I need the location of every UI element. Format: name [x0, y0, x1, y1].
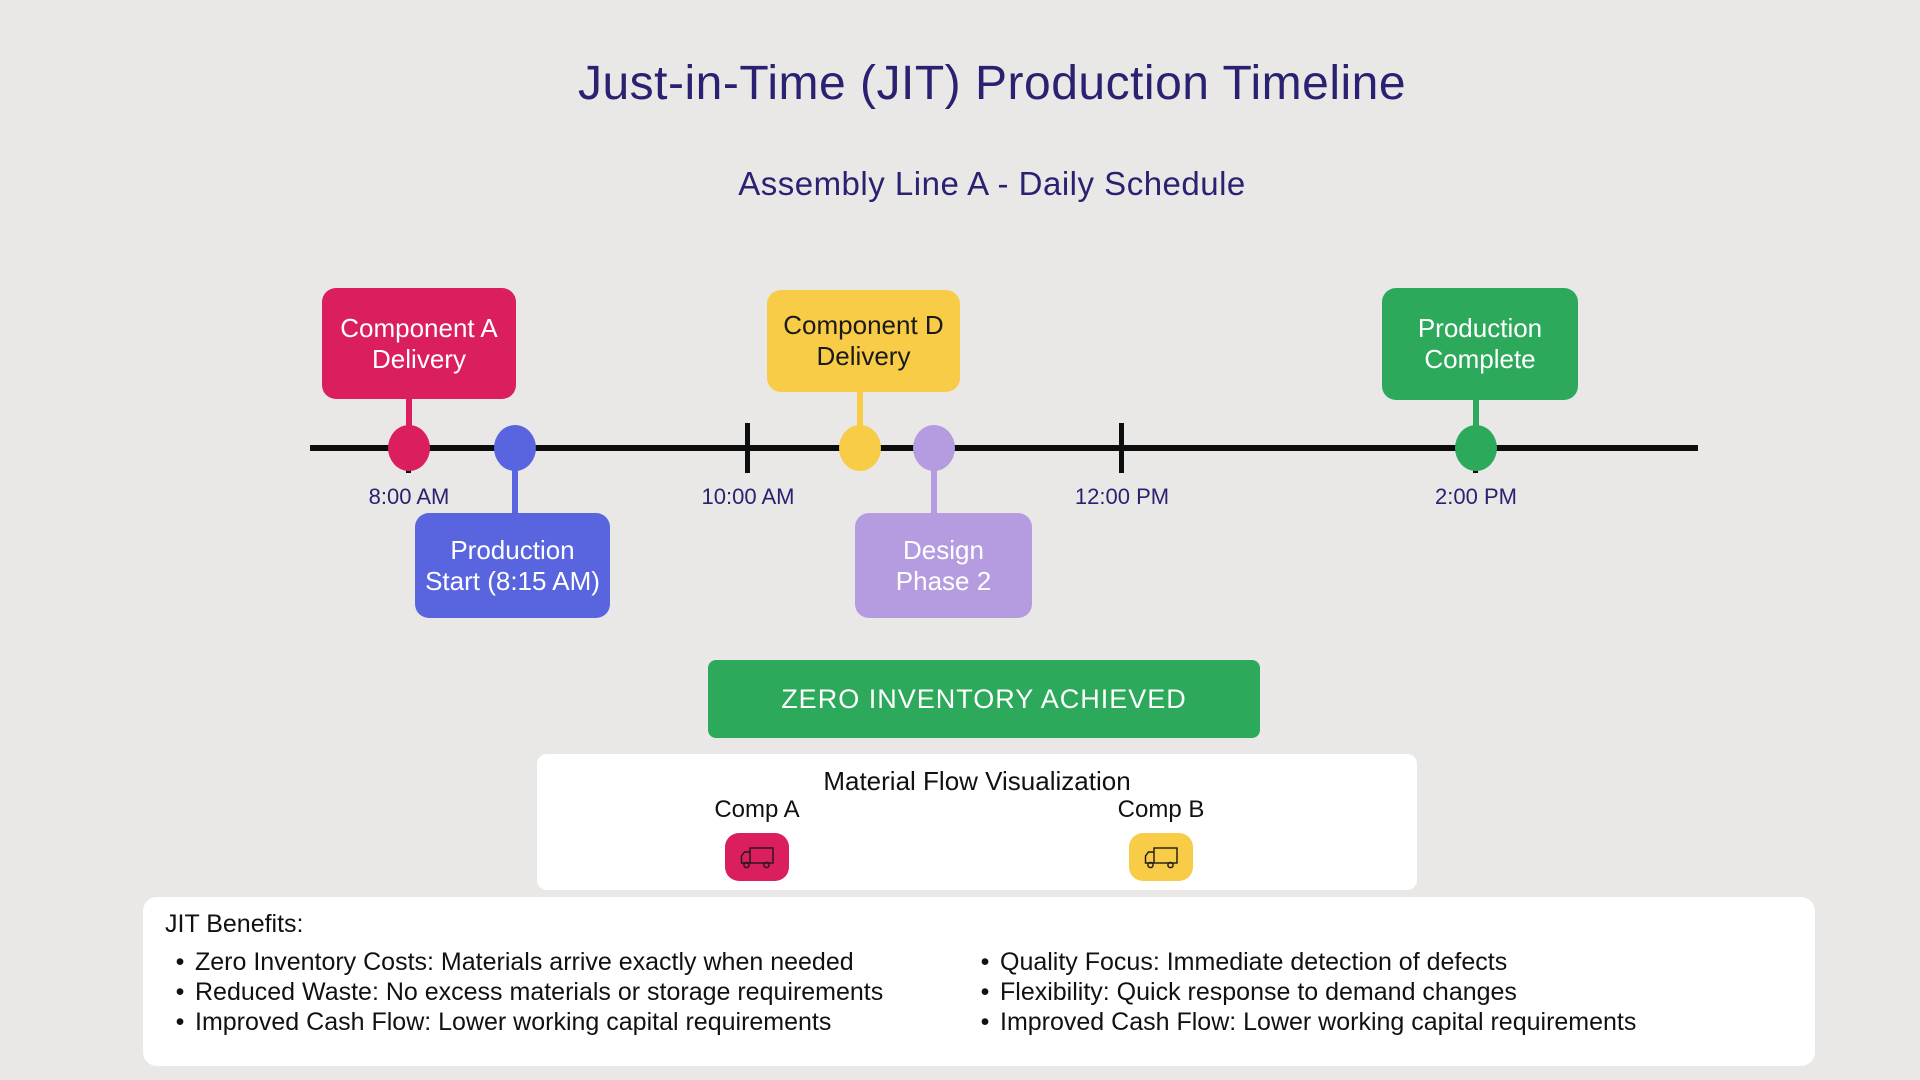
page-subtitle: Assembly Line A - Daily Schedule — [738, 165, 1246, 202]
material-flow-heading: Material Flow Visualization — [823, 766, 1131, 796]
material-flow-card: Material Flow Visualization Comp A Comp … — [537, 754, 1417, 890]
event-marker-component-a — [388, 425, 430, 471]
comp-a-chip — [725, 833, 789, 881]
page-title: Just-in-Time (JIT) Production Timeline — [577, 57, 1407, 110]
timeline-tick-10am — [745, 423, 750, 473]
event-box-component-d-delivery: Component D Delivery — [767, 290, 960, 392]
benefit-item: Quality Focus: Immediate detection of de… — [970, 947, 1793, 977]
stem-production-start — [512, 460, 518, 518]
benefits-heading: JIT Benefits: — [165, 910, 304, 938]
stem-component-a — [406, 392, 412, 434]
event-marker-production-start — [494, 425, 536, 471]
event-marker-production-complete — [1455, 425, 1497, 471]
event-marker-design-phase-2 — [913, 425, 955, 471]
material-flow-item-comp-b: Comp B — [1061, 796, 1261, 881]
stem-production-complete — [1473, 395, 1479, 435]
timeline-axis — [310, 445, 1698, 451]
material-flow-item-label: Comp B — [1117, 796, 1205, 823]
material-flow-item-comp-a: Comp A — [657, 796, 857, 881]
material-flow-item-label: Comp A — [714, 796, 800, 823]
truck-icon — [1144, 846, 1178, 868]
benefit-item: Reduced Waste: No excess materials or st… — [165, 977, 970, 1007]
stem-component-d — [857, 388, 863, 434]
benefit-item: Flexibility: Quick response to demand ch… — [970, 977, 1793, 1007]
benefits-columns: Zero Inventory Costs: Materials arrive e… — [165, 947, 1793, 1037]
benefit-item: Zero Inventory Costs: Materials arrive e… — [165, 947, 970, 977]
tick-label-8am: 8:00 AM — [368, 484, 450, 509]
tick-label-2pm: 2:00 PM — [1435, 484, 1517, 509]
event-marker-component-d — [839, 425, 881, 471]
benefits-column-right: Quality Focus: Immediate detection of de… — [970, 947, 1793, 1037]
comp-b-chip — [1129, 833, 1193, 881]
timeline-tick-12pm — [1119, 423, 1124, 473]
tick-label-10am: 10:00 AM — [701, 484, 795, 509]
event-box-production-start: Production Start (8:15 AM) — [415, 513, 610, 618]
zero-inventory-banner-label: ZERO INVENTORY ACHIEVED — [781, 683, 1187, 714]
benefit-item: Improved Cash Flow: Lower working capita… — [970, 1007, 1793, 1037]
event-box-production-complete: Production Complete — [1382, 288, 1578, 400]
benefits-column-left: Zero Inventory Costs: Materials arrive e… — [165, 947, 970, 1037]
tick-label-12pm: 12:00 PM — [1074, 484, 1170, 509]
event-box-component-a-delivery: Component A Delivery — [322, 288, 516, 399]
benefits-card: JIT Benefits: Zero Inventory Costs: Mate… — [143, 897, 1815, 1066]
event-box-design-phase-2: Design Phase 2 — [855, 513, 1032, 618]
stem-design-phase-2 — [931, 460, 937, 518]
benefit-item: Improved Cash Flow: Lower working capita… — [165, 1007, 970, 1037]
truck-icon — [740, 846, 774, 868]
zero-inventory-banner: ZERO INVENTORY ACHIEVED — [708, 660, 1260, 738]
